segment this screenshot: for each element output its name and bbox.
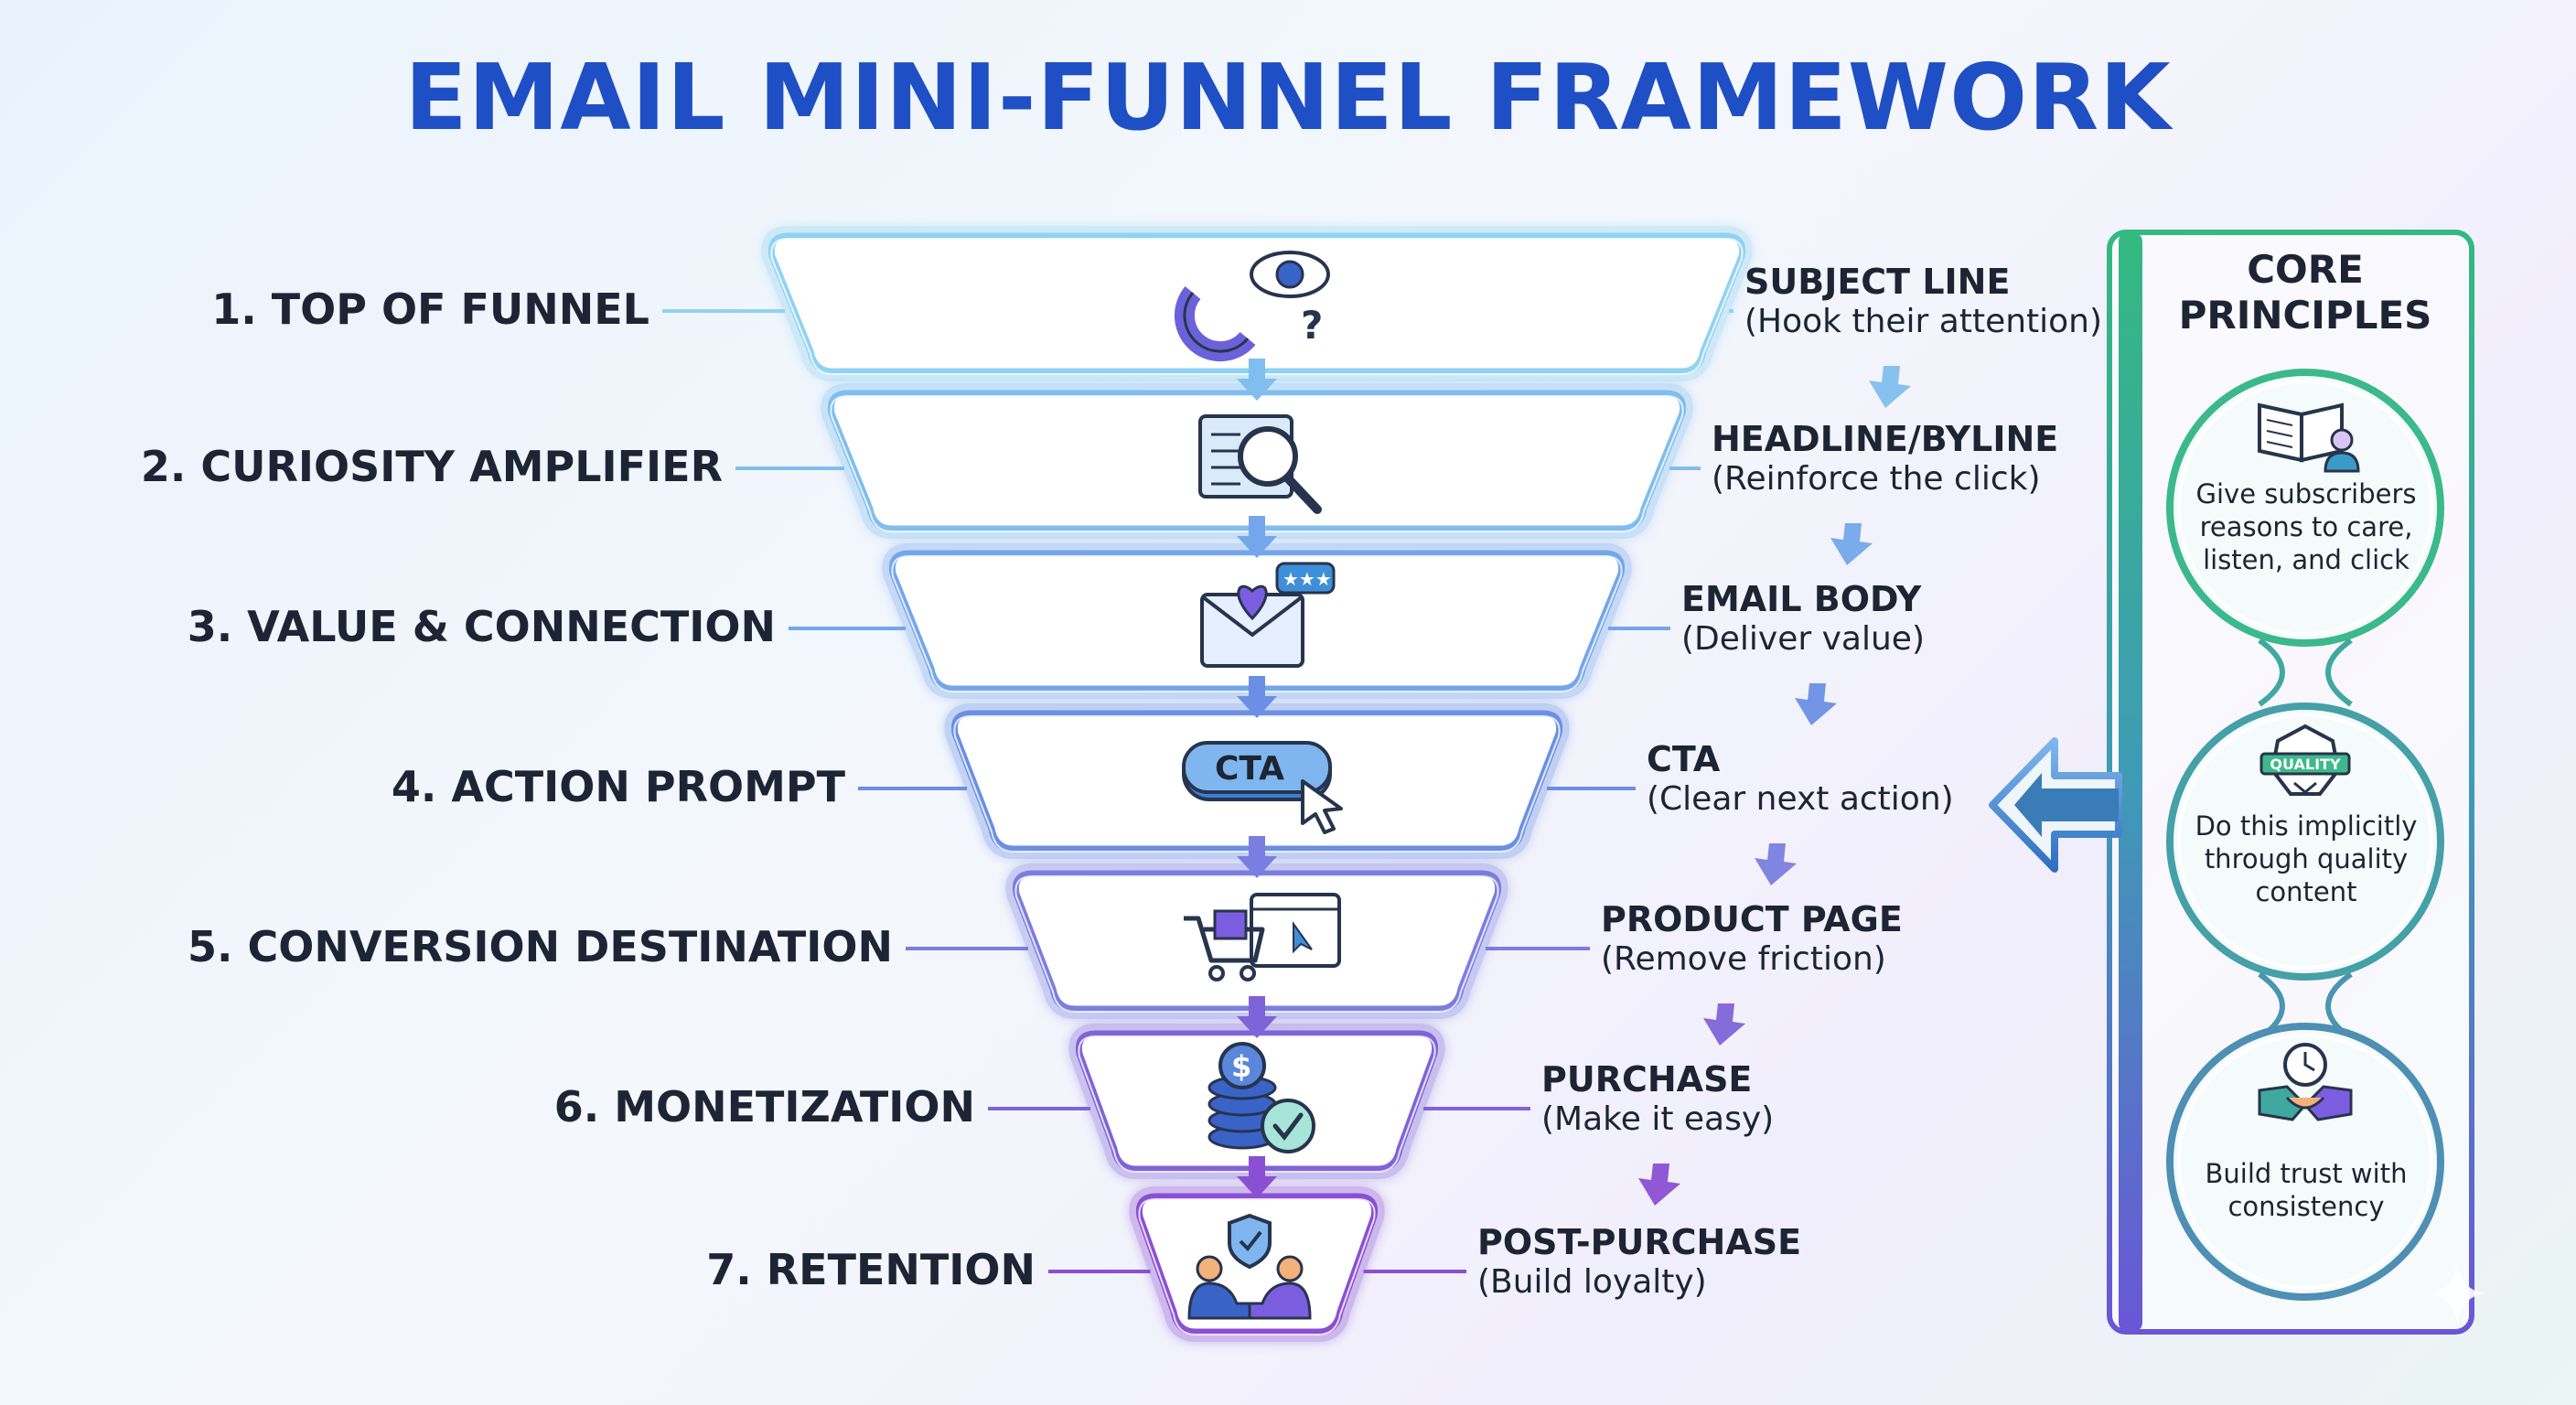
side-down-arrow <box>1830 523 1873 565</box>
core-principles-title: CORE PRINCIPLES <box>2122 247 2488 338</box>
email-element-subtitle: (Reinforce the click) <box>1712 460 2041 498</box>
magnet-eye-icon: ? <box>1174 251 1330 362</box>
center-down-arrow <box>1237 359 1277 401</box>
center-down-arrow <box>1237 836 1277 878</box>
envelope-heart-icon: ★★★ <box>1200 562 1336 668</box>
cart-browser-icon <box>1184 893 1341 981</box>
clock-handshake-icon <box>2258 1043 2353 1121</box>
core-title-line1: CORE <box>2247 247 2364 292</box>
email-element-4: CTA(Clear next action) <box>1647 739 2031 820</box>
principle-circle-2: QUALITY <box>2166 702 2444 981</box>
stage-label-6: 6. MONETIZATION <box>553 1082 975 1132</box>
principle-1-text: Give subscribers reasons to care, listen… <box>2195 478 2417 575</box>
email-element-title: PURCHASE <box>1541 1059 1753 1099</box>
stage-label-3: 3. VALUE & CONNECTION <box>187 602 776 651</box>
core-principles-panel: QUALITY <box>1989 230 2474 1335</box>
email-element-3: EMAIL BODY(Deliver value) <box>1681 579 2066 660</box>
center-down-arrow <box>1237 996 1277 1038</box>
core-title-line2: PRINCIPLES <box>2178 293 2432 338</box>
cta-icon-label: CTA <box>1215 750 1284 788</box>
center-down-arrow <box>1237 1156 1277 1198</box>
email-element-subtitle: (Build loyalty) <box>1477 1263 1707 1301</box>
email-element-title: POST-PURCHASE <box>1477 1222 1802 1262</box>
shield-handshake-icon <box>1187 1213 1312 1320</box>
side-down-arrow <box>1638 1164 1680 1206</box>
email-element-6: PURCHASE(Make it easy) <box>1541 1059 1926 1140</box>
principle-circle-3 <box>2166 1023 2444 1301</box>
stage-label-1: 1. TOP OF FUNNEL <box>211 284 649 334</box>
sparkle-icon <box>2430 1262 2485 1325</box>
email-element-title: CTA <box>1647 739 1721 779</box>
principles-bar <box>2119 232 2142 1332</box>
principle-circle-1 <box>2166 369 2444 647</box>
side-down-arrow <box>1795 683 1837 725</box>
email-element-subtitle: (Remove friction) <box>1601 940 1886 978</box>
newspaper-magnifier-icon <box>1198 414 1322 514</box>
cta-button-icon: CTA <box>1182 741 1343 834</box>
email-element-subtitle: (Make it easy) <box>1541 1100 1775 1138</box>
email-element-title: HEADLINE/BYLINE <box>1712 419 2059 459</box>
email-element-subtitle: (Hook their attention) <box>1744 303 2103 340</box>
center-down-arrow <box>1237 516 1277 558</box>
email-element-7: POST-PURCHASE(Build loyalty) <box>1477 1222 1862 1303</box>
funnel-tier-1 <box>761 226 1753 381</box>
quality-badge-icon: QUALITY <box>2259 724 2351 796</box>
email-element-2: HEADLINE/BYLINE(Reinforce the click) <box>1712 419 2096 499</box>
side-down-arrow <box>1703 1003 1745 1046</box>
stage-icons: ? ★★★ CTA $ <box>1174 251 1343 1320</box>
side-down-arrow <box>1869 366 1911 408</box>
stage-label-4: 4. ACTION PROMPT <box>391 762 845 811</box>
stage-label-5: 5. CONVERSION DESTINATION <box>187 922 893 971</box>
email-element-title: PRODUCT PAGE <box>1601 899 1903 939</box>
quality-badge-label: QUALITY <box>2270 756 2341 773</box>
svg-text:?: ? <box>1301 303 1323 348</box>
flow-arrows <box>1237 359 1911 1206</box>
open-book-reader-icon <box>2258 402 2360 473</box>
email-element-5: PRODUCT PAGE(Remove friction) <box>1601 899 1985 980</box>
email-element-subtitle: (Deliver value) <box>1681 620 1925 658</box>
principle-3-text: Build trust with consistency <box>2205 1158 2408 1222</box>
principle-2-text: Do this implicitly through quality conte… <box>2195 810 2418 907</box>
email-element-title: SUBJECT LINE <box>1744 262 2011 302</box>
label-connectors <box>662 309 1733 1273</box>
email-element-subtitle: (Clear next action) <box>1647 780 1954 818</box>
principles-arrow-fill <box>2014 773 2119 837</box>
email-element-title: EMAIL BODY <box>1681 579 1922 619</box>
svg-text:★★★: ★★★ <box>1283 568 1332 590</box>
stage-label-2: 2. CURIOSITY AMPLIFIER <box>140 442 723 491</box>
page-title: EMAIL MINI-FUNNEL FRAMEWORK <box>404 44 2172 151</box>
side-down-arrow <box>1755 843 1797 885</box>
email-element-1: SUBJECT LINE(Hook their attention) <box>1744 262 2129 342</box>
coins-check-icon: $ <box>1208 1042 1315 1153</box>
svg-text:$: $ <box>1231 1049 1251 1084</box>
stage-label-7: 7. RETENTION <box>706 1245 1036 1294</box>
center-down-arrow <box>1237 676 1277 718</box>
